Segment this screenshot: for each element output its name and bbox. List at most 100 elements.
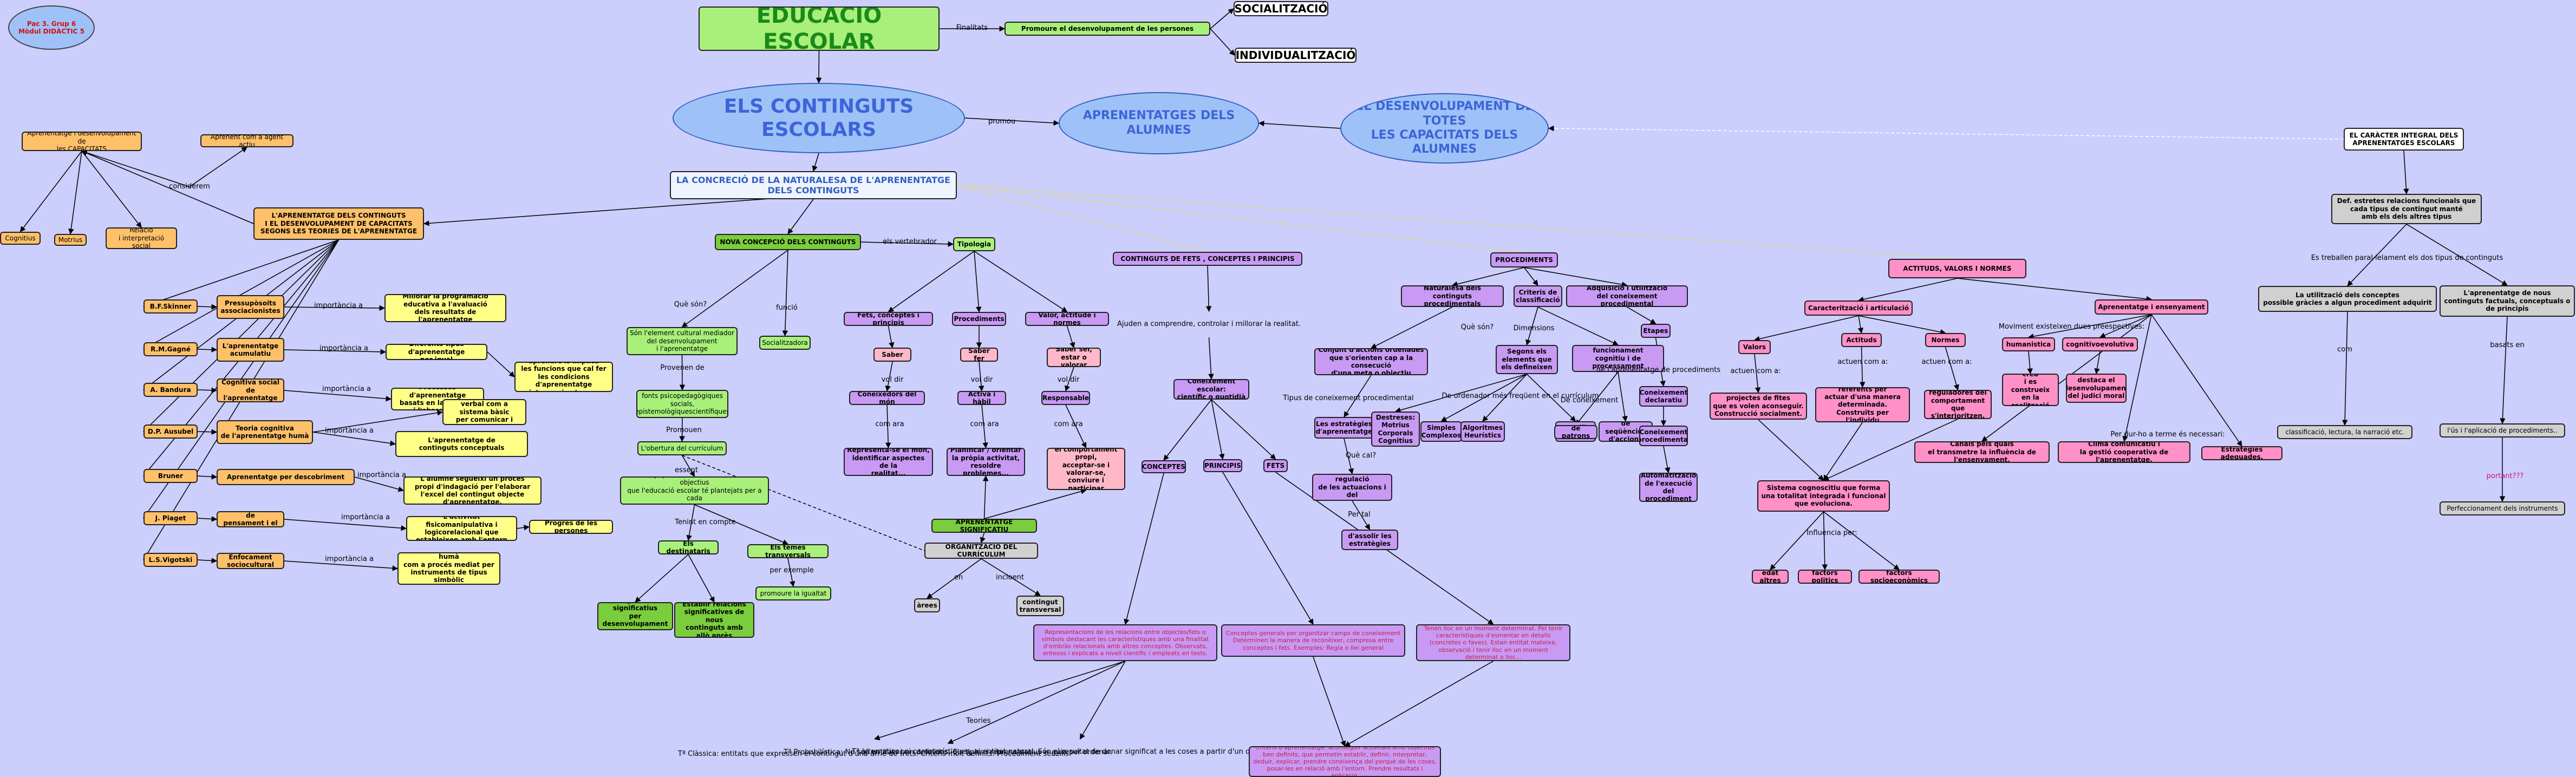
connector [1208,337,1214,380]
connector [197,516,218,522]
connector [984,488,1087,519]
etapes-box: Etapes [1641,324,1671,338]
basats-label: basats en [2490,341,2525,350]
connector [1124,473,1164,625]
connector [1822,511,1828,571]
connector [1066,325,1075,349]
teories-label: Teories [966,717,991,726]
estrategies-box: Les estratègies d'aprenentatge [1314,417,1374,439]
tip-v-0: vol dir [881,376,904,384]
considerem-label: considerem [169,182,210,191]
connector [688,554,715,603]
author-0: B.F.Skinner [144,299,198,314]
per-exemple-label: per exemple [769,566,814,575]
tip-v-1: vol dir [970,376,993,384]
organitzacio-box: ORGANITZACIÓ DEL CURRÍCULUM [924,543,1038,559]
theory-1: L'aprenentatge acumulatiu [217,338,284,362]
motrius-box: Motrius [54,234,87,246]
connector [1770,511,1824,570]
connector [885,361,893,392]
actuen2-label: actuen com a: [1837,358,1888,367]
connector [1857,315,1864,334]
adquisicio-box: Adquisició i utilització del coneixement… [1566,285,1688,307]
connector [1163,399,1212,461]
transversals-box: Els temes transversals [747,544,829,558]
connector [1451,267,1524,287]
connector [982,475,989,519]
caract-box: Caracterització i articulació [1804,301,1913,316]
connector [1344,661,1494,747]
connector [1758,419,1824,481]
connector [873,661,1126,741]
tip-q-0: Saber [873,348,911,362]
connector [812,153,819,172]
segons-box: Segons els elements que els defineixen [1496,345,1558,374]
valors-box: Valors [1738,340,1771,354]
connector [885,404,891,449]
utilitzacio-box: La utilització dels conceptes possible g… [2258,286,2437,312]
result-5: L'activitat fisicomanipulativa i logicor… [406,516,517,541]
connector [1065,367,1074,391]
connector [956,185,1958,259]
tip-ex-0: Representa-se el món, identificar aspect… [844,448,933,476]
socialitzacio-box: SOCIALITZACIÓ [1234,1,1328,16]
group-ellipse: Pac 3. Grup 6 Mòdul DIDÀCTIC 5 [8,5,95,50]
connector [1211,399,1225,460]
fets-box: FETS [1263,459,1288,472]
de-lapr-label: de l'aprenentatge de procediments [1596,366,1721,375]
caracter-box: EL CARÀCTER INTEGRAL DELS APRENENTATGES … [2344,128,2464,151]
connector [1258,120,1341,129]
us-box: l'ús i l'aplicació de procediments.. [2440,423,2565,438]
control-box: Per un control de regulació de les actua… [1312,474,1392,501]
connector [981,558,1041,596]
ausubel-extra-box: El paper del llenguatge verbal com a sis… [442,399,526,425]
connector [1440,374,1527,422]
assolir-box: d'assolir les estratègies [1341,530,1398,550]
connector [787,199,814,234]
connector [1079,661,1126,740]
tip-v-2: vol dir [1057,376,1080,384]
connector [487,351,515,377]
connector [888,251,975,312]
relacio-box: Relació i interpretació social [106,227,177,249]
aspectes-box: Aspectes significatius per desenvolupame… [597,602,673,630]
connector [681,250,788,328]
tip-ex-1: Planificar / orientar la pròpia activita… [947,448,1025,476]
connector [1210,28,1235,56]
connector [1344,375,1372,417]
connector [1627,306,1657,324]
perfeccionament-box: Perfeccionament dels instruments [2440,501,2565,515]
humanistica-box: humanistica [2002,337,2055,351]
desenvolupament-ellipse: EL DESENVOLUPAMENT DE TOTES LES CAPACITA… [1340,93,1549,164]
algoritmes-box: Algoritmes Heurístics [1460,421,1505,442]
proc-box: PROCEDIMENTS [1490,252,1558,267]
tip-head-0: Fets, conceptes i principis [844,312,933,326]
connector [1859,347,1866,388]
significatiu-box: APRENENTATGE SIGNIFICATIU [931,519,1037,533]
connector [2151,314,2242,447]
author-6: L.S.Vigotski [144,553,198,567]
gagne-extra-box: aprendre'ls implica les funcions que cal… [514,362,613,392]
tip-a-2: Responsable [1041,391,1090,405]
factors-polit-box: factors politics [1798,570,1852,584]
persona-box: la persona crea i es construeix en la re… [2002,374,2059,406]
importancia-5: importància a [341,513,390,522]
referents-box: referents per actuar d'una manera determ… [1815,387,1910,422]
nova-box: NOVA CONCEPCIÓ DELS CONTINGUTS [715,234,861,250]
connector [964,117,1060,126]
actituds-box: Actituds [1841,333,1882,347]
clima-box: Clima comunicatiu i la gestió cooperativ… [2058,441,2190,463]
per-dur-label: Per dur-ho a terme és necessari: [2110,430,2225,439]
importancia-6: importància a [325,555,374,564]
son-box: Són l'element cultural mediador del dese… [627,327,738,355]
normes-box: Normes [1925,333,1966,347]
connector [974,251,1068,312]
conjunt-box: Conjunt d'accions ordenades que s'orient… [1314,348,1428,375]
connector [312,432,396,446]
principis-box: PRINCIPIS [1203,459,1242,472]
connector [980,532,986,544]
connector [1523,267,1538,286]
reguladores-box: reguladores del comportament que s'inter… [1924,390,1992,419]
connector [2094,351,2101,375]
com-label: com [2337,345,2352,354]
